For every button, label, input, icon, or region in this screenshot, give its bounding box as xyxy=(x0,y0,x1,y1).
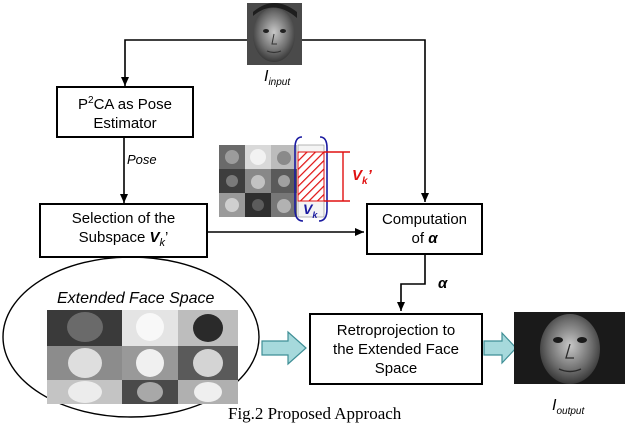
selection-line2: Subspace Vk’ xyxy=(78,228,169,249)
extended-face-space-thumbnails xyxy=(47,310,238,404)
arrow-input-to-computation xyxy=(302,39,429,202)
extended-face-space-label: Extended Face Space xyxy=(57,290,215,308)
arrow-computation-to-retro xyxy=(397,255,426,311)
vk-prime-hatched-region xyxy=(297,151,325,202)
retro-line2: the Extended Face xyxy=(333,340,459,358)
vk-prime-red-bracket xyxy=(324,151,350,202)
connectors xyxy=(120,39,429,311)
input-face-image xyxy=(247,3,302,65)
computation-box: Computation of α xyxy=(366,203,483,255)
input-label: Iinput xyxy=(264,68,291,89)
vk-prime-label: Vk’ xyxy=(352,167,372,187)
alpha-label: α xyxy=(438,275,448,292)
right-block-arrow-space-to-retro xyxy=(261,330,307,366)
selection-line1: Selection of the xyxy=(71,209,176,227)
vk-label: Vk xyxy=(303,201,318,220)
pose-estimator-line1: P2CA as Pose xyxy=(78,95,172,113)
pose-estimator-line2: Estimator xyxy=(93,115,157,132)
output-label: Ioutput xyxy=(552,397,585,418)
output-face-image xyxy=(514,312,625,384)
pose-estimator-box: P2CA as Pose Estimator xyxy=(56,86,194,138)
vk-blue-bracket xyxy=(294,136,328,222)
computation-line1: Computation xyxy=(381,211,468,228)
pose-label: Pose xyxy=(127,152,157,167)
computation-line2: of α xyxy=(411,230,438,247)
subspace-thumbnail-grid xyxy=(219,144,325,218)
selection-box: Selection of the Subspace Vk’ xyxy=(39,203,208,258)
retro-line1: Retroprojection to xyxy=(336,321,456,339)
arrow-input-to-pose-estimator xyxy=(121,39,247,86)
right-block-arrow-retro-to-output xyxy=(483,331,517,365)
retroprojection-box: Retroprojection to the Extended Face Spa… xyxy=(309,313,483,385)
retro-line3: Space xyxy=(374,359,418,377)
figure-caption: Fig.2 Proposed Approach xyxy=(228,404,402,423)
